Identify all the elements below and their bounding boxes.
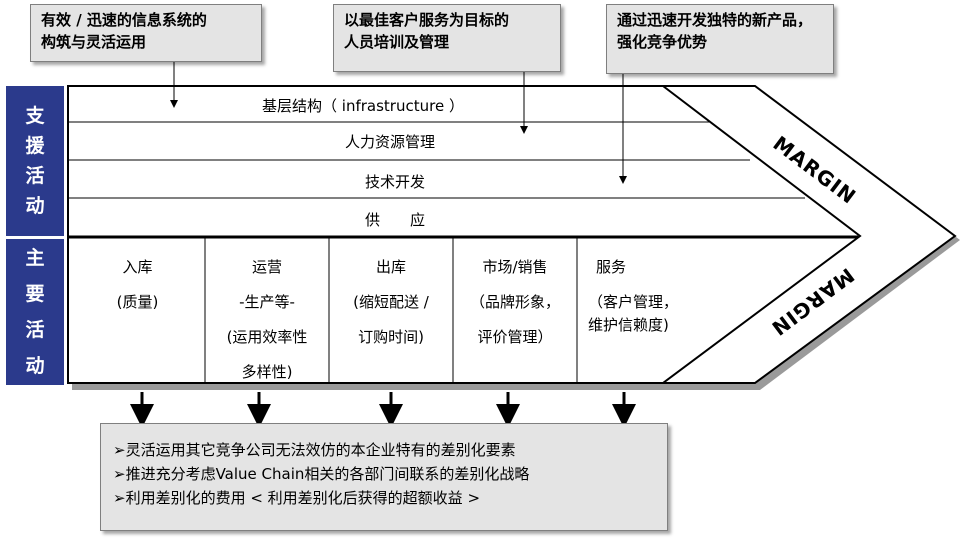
primary-line: 入库: [122, 258, 153, 276]
primary-line: 评价管理）: [477, 328, 553, 346]
outcome-item: ➢推进充分考虑Value Chain相关的各部门间联系的差别化战略: [113, 465, 530, 483]
callout-staff-training: 以最佳客户服务为目标的 人员培训及管理: [333, 4, 561, 72]
primary-inbound: 入库 (质量): [70, 250, 205, 320]
primary-activities-label: 主 要 活 动: [6, 239, 64, 385]
primary-line: 订购时间): [358, 328, 424, 346]
side-label-char: 动: [25, 195, 45, 217]
callout-line: 以最佳客户服务为目标的: [344, 11, 510, 29]
side-label-char: 要: [25, 283, 45, 305]
margin-chevron: [662, 85, 862, 384]
support-tech-development: 技术开发: [364, 173, 425, 191]
primary-line: 市场/销售: [482, 258, 548, 276]
callout-line: 有效 / 迅速的信息系统的: [41, 11, 207, 29]
primary-outbound: 出库 (缩短配送 / 订购时间): [329, 250, 453, 355]
side-label-char: 活: [25, 165, 45, 187]
primary-line: 运营: [251, 258, 282, 276]
support-activities-label: 支 援 活 动: [6, 86, 64, 236]
outcome-item: ➢利用差别化的费用 < 利用差别化后获得的超额收益 >: [113, 489, 481, 507]
primary-line: （品牌形象，: [469, 293, 560, 311]
callout-new-products: 通过迅速开发独特的新产品， 强化竞争优势: [606, 4, 834, 74]
outcome-item: ➢灵活运用其它竞争公司无法效仿的本企业特有的差别化要素: [113, 441, 516, 459]
primary-line: -生产等-: [239, 293, 295, 311]
callout-information-systems: 有效 / 迅速的信息系统的 构筑与灵活运用: [30, 4, 262, 62]
primary-line: (质量): [116, 293, 159, 311]
side-label-char: 援: [25, 135, 45, 157]
side-label-char: 活: [25, 319, 45, 341]
support-infrastructure: 基层结构（ infrastructure ）: [262, 97, 464, 115]
primary-line: （客户管理，: [588, 293, 679, 311]
primary-line: 出库: [375, 258, 406, 276]
support-procurement: 供 应: [364, 211, 425, 229]
callout-line: 通过迅速开发独特的新产品，: [617, 11, 813, 29]
side-label-char: 支: [25, 105, 45, 127]
primary-line: (运用效率性: [226, 328, 308, 346]
primary-line: (缩短配送 /: [353, 293, 429, 311]
side-label-char: 主: [25, 247, 45, 269]
primary-service: 服务 （客户管理， 维护信赖度): [588, 250, 698, 334]
callout-line: 构筑与灵活运用: [41, 33, 147, 51]
side-label-char: 动: [25, 355, 45, 377]
primary-line: 多样性): [241, 363, 293, 381]
callout-line: 人员培训及管理: [344, 33, 450, 51]
primary-marketing-sales: 市场/销售 （品牌形象， 评价管理）: [453, 250, 577, 355]
primary-line: 服务: [596, 258, 627, 276]
primary-operations: 运营 -生产等- (运用效率性 多样性): [205, 250, 329, 390]
support-hr-management: 人力资源管理: [344, 133, 435, 151]
callout-line: 强化竞争优势: [617, 33, 708, 51]
primary-line: 维护信赖度): [588, 316, 669, 334]
outcomes-box: ➢灵活运用其它竞争公司无法效仿的本企业特有的差别化要素 ➢推进充分考虑Value…: [100, 423, 668, 531]
